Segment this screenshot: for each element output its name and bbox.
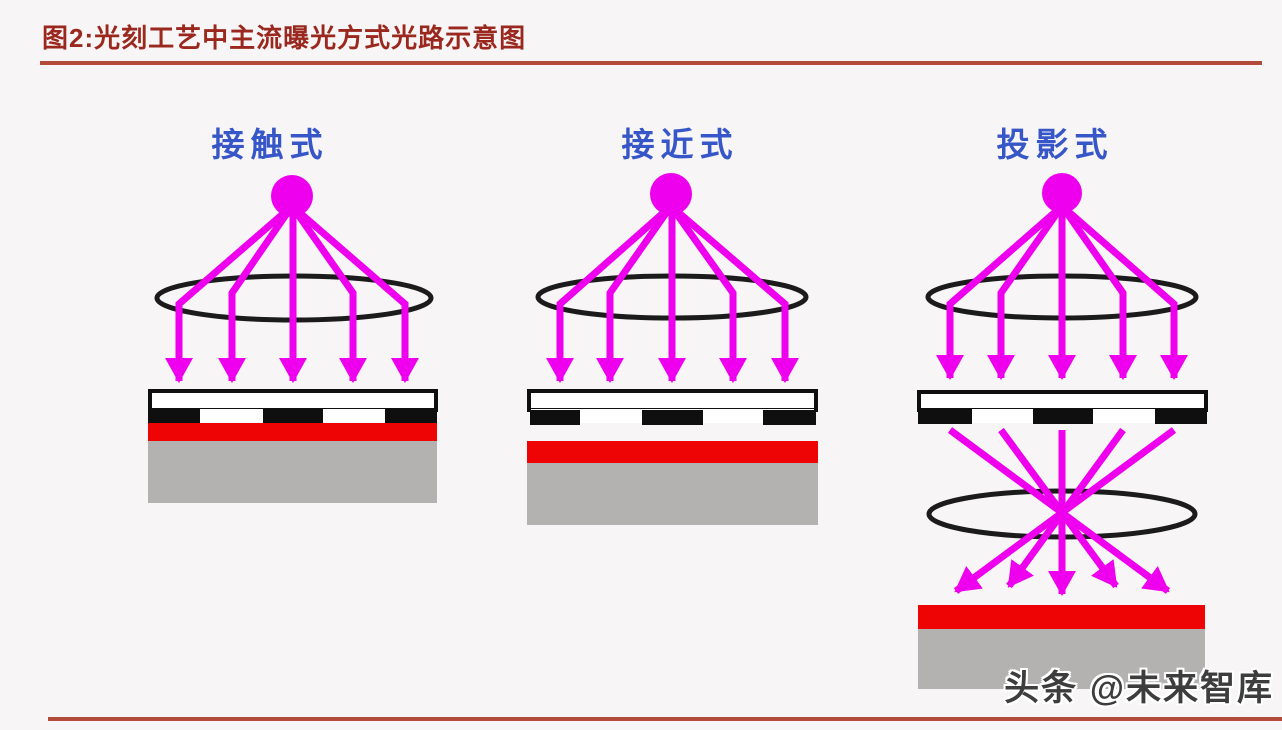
projection-diagram [917,173,1208,689]
wafer-substrate [918,629,1205,689]
light-source [650,173,692,215]
mask-pattern-segment [263,409,323,423]
photoresist-layer [148,423,437,441]
photoresist-layer [527,441,818,463]
light-ray [165,203,295,384]
mask-pattern-segment [642,410,703,425]
light-source [271,175,313,217]
light-ray [668,203,747,384]
light-ray [936,203,1065,381]
light-ray [668,203,799,384]
mask-plate [527,389,818,412]
watermark: 头条 @未来智库 [1004,669,1274,708]
focused-light-ray [953,427,1177,594]
wafer-substrate [527,463,818,525]
light-ray [1059,203,1188,381]
bottom-rule [48,717,1282,721]
photoresist-layer [918,605,1205,629]
light-source [1042,173,1082,213]
mask-plate [917,390,1208,412]
proximity-label: 接近式 [621,126,739,163]
mask-pattern-segment [385,409,437,423]
contact-label: 接触式 [211,126,329,163]
light-ray [1059,203,1137,381]
mask-pattern-segment [1155,409,1207,424]
proximity-diagram [527,173,818,525]
light-ray [289,203,367,384]
figure-title: 图2:光刻工艺中主流曝光方式光路示意图 [42,23,527,53]
title-underline-rule [40,61,1262,65]
light-ray [596,203,674,384]
light-ray [289,203,419,384]
mask-pattern-segment [530,410,580,425]
mask-pattern-segment [148,409,200,423]
wafer-substrate [148,441,437,503]
mask-pattern-segment [763,410,816,425]
mask-plate [148,389,438,412]
light-ray [987,203,1065,381]
contact-diagram [148,175,438,503]
mask-pattern-segment [918,409,972,424]
light-ray [546,203,674,384]
light-ray [218,204,295,384]
mask-pattern-segment [1033,409,1093,424]
projection-label: 投影式 [996,126,1114,163]
